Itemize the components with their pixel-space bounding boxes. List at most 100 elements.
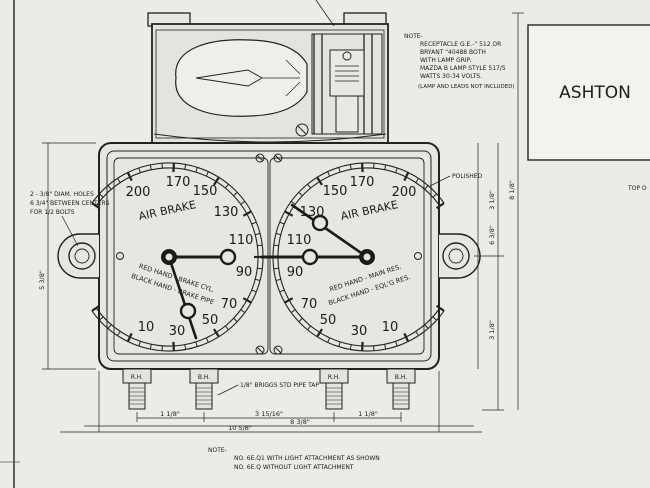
dial-tick: [349, 164, 352, 170]
dial-tick: [205, 337, 209, 343]
left-gauge-label-200: 200: [126, 185, 151, 200]
dial-tick: [395, 167, 398, 173]
receptacle-note-line: MAZDA B LAMP STYLE 517/5: [420, 65, 506, 72]
left-gauge-label-150: 150: [193, 184, 218, 199]
dial-tick: [424, 185, 429, 190]
dimension-lines: [42, 12, 524, 433]
dial-tick: [224, 183, 229, 189]
dial-tick: [172, 341, 175, 351]
dimension-label: 1 1/8": [358, 410, 378, 418]
dial-tick: [327, 337, 331, 343]
dimension-label-vertical: 6 3/8": [488, 225, 496, 245]
dial-tick: [273, 244, 279, 247]
left-gauge-label-90: 90: [236, 265, 253, 280]
hole-callout-line: FOR 1/2 BOLTS: [30, 209, 75, 216]
left-gauge-hands: [161, 248, 237, 340]
hole-callout-line: 6 3/4" BETWEEN CENTERS: [30, 200, 110, 207]
fitting-label: R.H.: [131, 374, 143, 381]
dial-tick: [273, 267, 279, 270]
dial-tick: [284, 210, 294, 217]
left-gauge-label-70: 70: [221, 297, 238, 312]
dial-tick: [205, 171, 209, 177]
left-gauge-label-10: 10: [138, 320, 155, 335]
right-gauge-label-90: 90: [287, 265, 304, 280]
hole-callout: 2 - 3/8" DIAM. HOLES 6 3/4" BETWEEN CENT…: [30, 191, 110, 247]
dial-tick: [424, 324, 429, 329]
fitting-label: B.H.: [198, 374, 210, 381]
dial-tick: [126, 332, 133, 342]
lamp-socket-icon: [295, 0, 365, 137]
dial-tick: [432, 316, 437, 321]
right-gauge-hands: [260, 203, 375, 266]
dial-tick: [275, 278, 281, 281]
dial-tick: [172, 163, 175, 173]
right-gauge-label-50: 50: [320, 313, 337, 328]
dial-tick: [316, 176, 323, 186]
dial-tick: [255, 233, 261, 236]
dial-tick: [107, 185, 112, 190]
dial-tick: [384, 164, 387, 170]
dimension-label: 10 5/8": [228, 424, 252, 432]
dimension-label: 1 1/8": [160, 410, 180, 418]
dial-tick: [349, 344, 352, 350]
fittings: R.H. B.H. R.H. B.H.: [122, 368, 416, 410]
dial-tick: [233, 317, 238, 323]
title-block-name: ASHTON: [559, 83, 631, 103]
fitting-label: B.H.: [395, 374, 407, 381]
dial-tick: [184, 344, 187, 350]
dial-tick: [99, 193, 104, 198]
dial-tick: [255, 278, 261, 281]
dial-tick: [361, 163, 364, 173]
dial-tick: [338, 167, 341, 173]
right-gauge-label-110: 110: [287, 233, 312, 248]
dial-tick: [126, 172, 133, 182]
fitting: R.H.: [319, 368, 349, 410]
receptacle-note-line: (LAMP AND LEADS NOT INCLUDED): [418, 84, 515, 90]
right-gauge-label-170: 170: [350, 175, 375, 190]
dimension-labels: 1 1/8" 3 15/16" 1 1/8" 8 3/8" 10 5/8" 5 …: [38, 180, 516, 432]
dial-tick: [327, 171, 331, 177]
dial-tick: [195, 167, 198, 173]
dial-tick: [138, 341, 141, 347]
dimension-label: 8 3/8": [290, 418, 310, 426]
dial-tick: [307, 325, 312, 331]
right-gauge-label-70: 70: [301, 297, 318, 312]
dial-tick: [284, 297, 294, 304]
dimension-label-vertical: 8 1/8": [508, 180, 516, 200]
dial-tick: [435, 202, 445, 210]
dial-tick: [107, 324, 112, 329]
pipe-tap-label: 1/8" BRIGGS STD PIPE TAP: [240, 382, 319, 389]
dial-tick: [242, 210, 252, 217]
receptacle-note-line: BRYANT "40488 BOTH: [420, 49, 486, 56]
polished-callout: POLISHED: [429, 173, 483, 187]
dial-tick: [117, 178, 121, 183]
dimension-label-vertical: 3 1/8": [488, 190, 496, 210]
dial-tick: [298, 191, 303, 197]
dial-tick: [233, 191, 238, 197]
dial-tick: [240, 200, 246, 205]
mounting-lug-right: [439, 233, 481, 279]
receptacle-note: NOTE- RECEPTACLE G.E.-" 512 OR BRYANT "4…: [404, 33, 515, 90]
pipe-tap-callout: 1/8" BRIGGS STD PIPE TAP: [217, 382, 319, 396]
dial-tick: [149, 344, 152, 350]
right-gauge-label-150: 150: [323, 184, 348, 199]
bottom-note-line: NO. 6E.Q WITHOUT LIGHT ATTACHMENT: [234, 464, 354, 471]
dial-tick: [279, 289, 285, 293]
right-gauge-label-200: 200: [392, 185, 417, 200]
title-block: ASHTON TOP O: [527, 24, 650, 192]
dial-tick: [242, 297, 252, 304]
dial-tick: [415, 178, 419, 183]
right-gauge-label-10: 10: [382, 320, 399, 335]
dial-tick: [275, 233, 281, 236]
dimension-label-vertical: 5 3/8": [38, 270, 46, 290]
dial-tick: [361, 341, 364, 351]
dial-tick: [435, 304, 445, 312]
polished-label: POLISHED: [452, 173, 483, 180]
dial-tick: [240, 309, 246, 314]
right-gauge-label-30: 30: [351, 324, 368, 339]
dial-tick: [251, 221, 257, 225]
dial-tick: [184, 164, 187, 170]
dial-tick: [403, 332, 410, 342]
dial-tick: [257, 267, 263, 270]
